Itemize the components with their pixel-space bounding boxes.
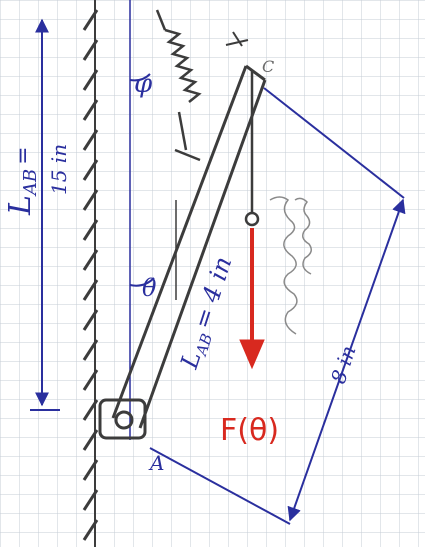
point-c-label: C [262, 57, 274, 76]
hanging-link [244, 70, 260, 227]
main-rod [111, 64, 267, 429]
l-ab-value: 15 in [47, 144, 71, 195]
phi-symbol: φ [134, 69, 153, 99]
force-label: F(θ) [220, 413, 279, 448]
eight-inch-dimension [149, 87, 406, 525]
wall-hatching [82, 0, 99, 547]
l-ab-label: LAB= [3, 146, 41, 216]
point-a-label: A [148, 451, 164, 475]
l-ab-dimension [30, 18, 60, 411]
pencil-notes [269, 196, 312, 335]
force-arrow [239, 228, 265, 370]
angle-marks [129, 73, 155, 287]
theta-symbol: θ [142, 274, 157, 302]
top-bracket [225, 31, 249, 47]
pin-a-support [98, 398, 147, 440]
spring [155, 9, 202, 162]
